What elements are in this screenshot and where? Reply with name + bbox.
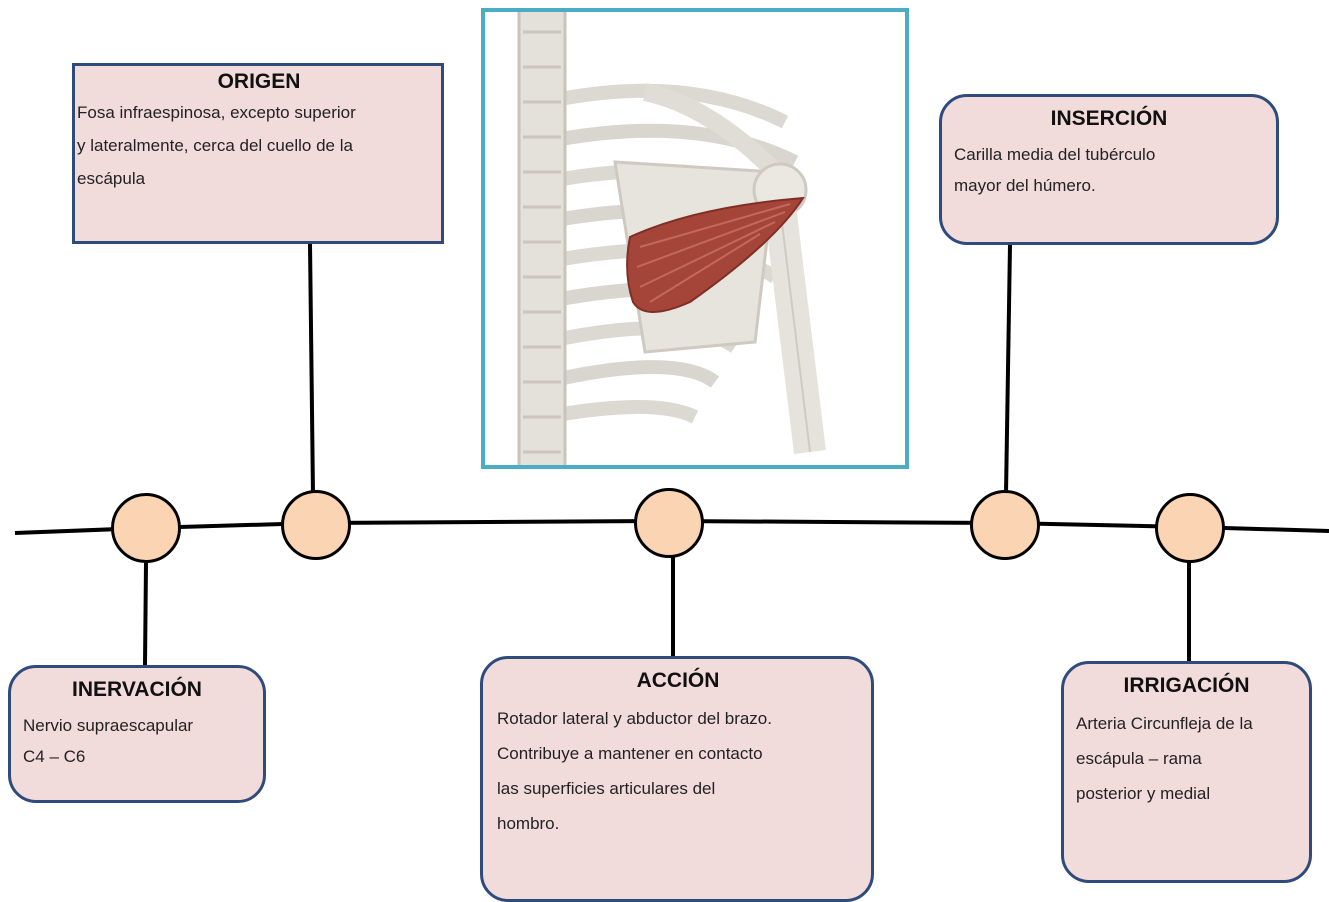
connector-origen [310,244,313,495]
irrigacion-line: escápula – rama [1076,741,1297,776]
origen-title: ORIGEN [77,70,441,94]
timeline-node-irrigacion [1155,493,1225,563]
inervacion-box: INERVACIÓN Nervio supraescapular C4 – C6 [8,665,266,803]
accion-line: las superficies articulares del [497,771,859,806]
insercion-title: INSERCIÓN [954,107,1264,131]
insercion-line: mayor del húmero. [954,170,1264,201]
timeline-node-origen [281,490,351,560]
spine-illustration [519,12,565,465]
accion-title: ACCIÓN [497,669,859,693]
irrigacion-line: Arteria Circunfleja de la [1076,706,1297,741]
accion-line: Rotador lateral y abductor del brazo. [497,701,859,736]
accion-line: hombro. [497,806,859,841]
origen-line: y lateralmente, cerca del cuello de la [77,129,441,162]
inervacion-text: Nervio supraescapular C4 – C6 [23,710,251,772]
origen-text: Fosa infraespinosa, excepto superior y l… [77,96,441,195]
connector-inervacion [145,563,146,665]
insercion-line: Carilla media del tubérculo [954,139,1264,170]
irrigacion-text: Arteria Circunfleja de la escápula – ram… [1076,706,1297,811]
shoulder-anatomy-image [481,8,909,469]
timeline-node-inervacion [111,493,181,563]
accion-box: ACCIÓN Rotador lateral y abductor del br… [480,656,874,902]
origen-line: escápula [77,162,441,195]
inervacion-line: C4 – C6 [23,741,251,772]
irrigacion-line: posterior y medial [1076,776,1297,811]
origen-box: ORIGEN Fosa infraespinosa, excepto super… [72,63,444,244]
connector-insercion [1006,245,1010,494]
insercion-text: Carilla media del tubérculo mayor del hú… [954,139,1264,201]
insercion-box: INSERCIÓN Carilla media del tubérculo ma… [939,94,1279,245]
irrigacion-title: IRRIGACIÓN [1076,674,1297,698]
timeline-node-insercion [970,490,1040,560]
accion-text: Rotador lateral y abductor del brazo. Co… [497,701,859,841]
timeline-node-accion [634,488,704,558]
inervacion-title: INERVACIÓN [23,678,251,702]
irrigacion-box: IRRIGACIÓN Arteria Circunfleja de la esc… [1061,661,1312,883]
inervacion-line: Nervio supraescapular [23,710,251,741]
origen-line: Fosa infraespinosa, excepto superior [77,96,441,129]
infraspinatus-illustration [485,12,905,465]
accion-line: Contribuye a mantener en contacto [497,736,859,771]
